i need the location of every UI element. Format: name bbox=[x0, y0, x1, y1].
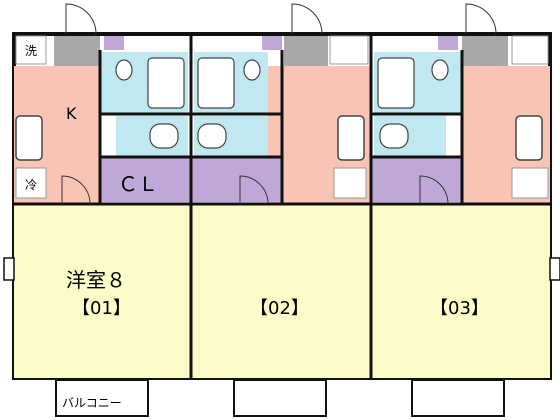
unit-03-fridge-area bbox=[511, 167, 549, 199]
unit-03-closet bbox=[372, 158, 462, 202]
unit-02-closet bbox=[192, 158, 282, 202]
unit-01-closet bbox=[100, 158, 190, 202]
unit-03-room bbox=[372, 204, 550, 378]
unit-02-pipe bbox=[262, 36, 282, 50]
unit-03-washer-area bbox=[511, 35, 549, 65]
windows bbox=[3, 257, 560, 281]
unit-01-pipe bbox=[104, 36, 124, 50]
unit-01-fridge-area bbox=[15, 167, 47, 199]
unit-02-washer-area bbox=[329, 35, 369, 65]
unit-01-washer-area bbox=[15, 35, 47, 65]
door-swings bbox=[61, 3, 497, 205]
fixtures bbox=[115, 57, 449, 149]
unit-03-pipe bbox=[438, 36, 458, 50]
unit-01-room bbox=[14, 204, 190, 378]
unit-02-entry bbox=[284, 36, 328, 66]
unit-02-room bbox=[192, 204, 370, 378]
unit-02-fridge-area bbox=[333, 167, 367, 199]
unit-03-sink bbox=[515, 115, 543, 161]
unit-01-entry bbox=[54, 36, 100, 66]
walls bbox=[14, 34, 550, 378]
unit-01-sink bbox=[15, 115, 43, 161]
balconies bbox=[55, 379, 505, 417]
unit-03-entry bbox=[462, 36, 508, 66]
unit-02-sink bbox=[337, 115, 365, 161]
